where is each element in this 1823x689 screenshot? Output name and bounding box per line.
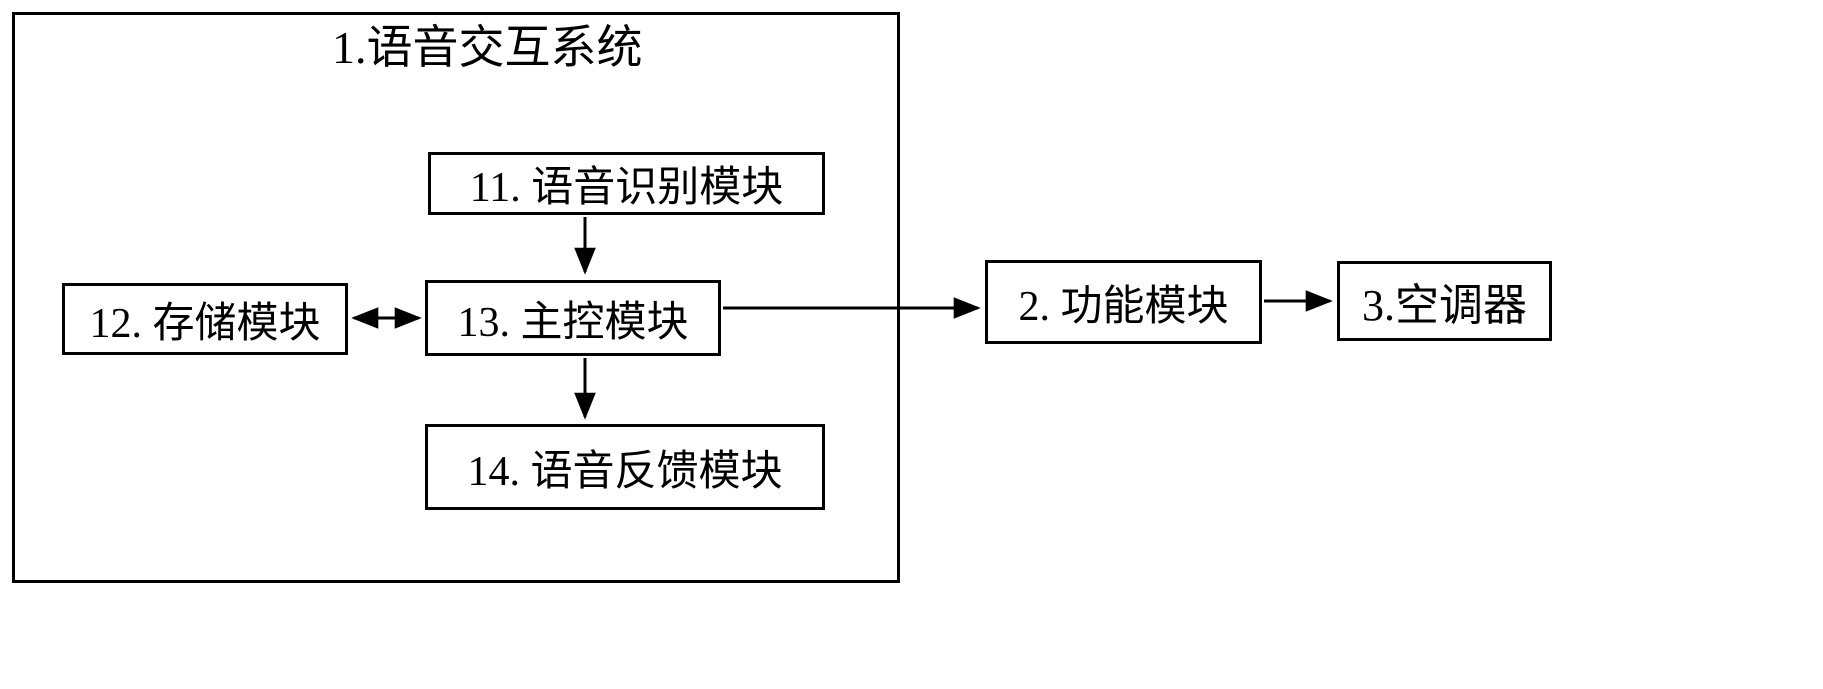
- box-speech-recognition-module: 11. 语音识别模块: [428, 152, 825, 215]
- box-main-control-module: 13. 主控模块: [425, 280, 721, 356]
- box-storage-module: 12. 存储模块: [62, 283, 348, 355]
- voice-interaction-system-boundary: [12, 12, 900, 583]
- box-voice-feedback-module: 14. 语音反馈模块: [425, 424, 825, 510]
- box-function-module: 2. 功能模块: [985, 260, 1262, 344]
- box-air-conditioner: 3.空调器: [1337, 261, 1552, 341]
- system-title: 1.语音交互系统: [332, 22, 643, 73]
